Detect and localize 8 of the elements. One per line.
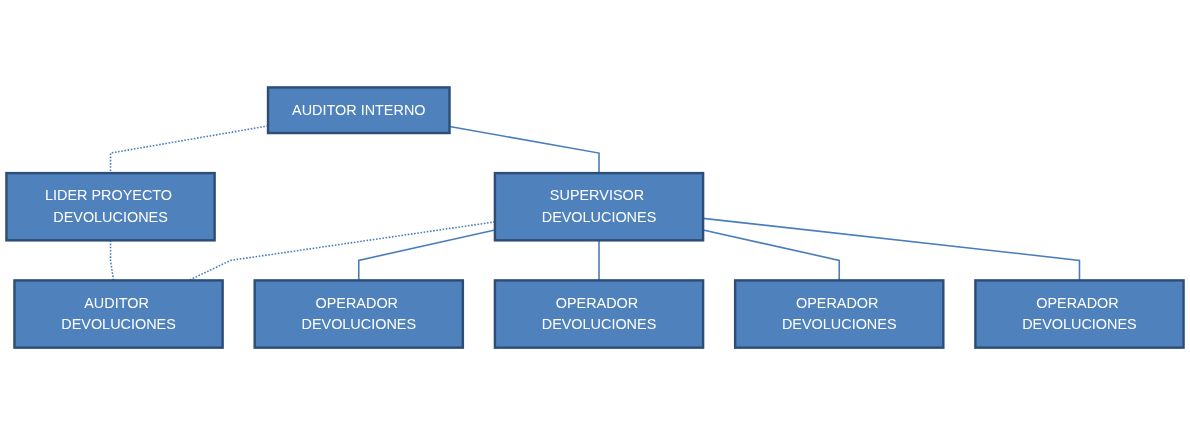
- node-box: AUDITOR DEVOLUCIONES: [13, 279, 224, 349]
- node-box: OPERADOR DEVOLUCIONES: [733, 279, 945, 349]
- node-box: SUPERVISOR DEVOLUCIONES: [493, 171, 705, 242]
- node-box: OPERADOR DEVOLUCIONES: [493, 279, 705, 349]
- node-box: OPERADOR DEVOLUCIONES: [253, 279, 465, 349]
- node-box: OPERADOR DEVOLUCIONES: [974, 279, 1185, 349]
- node-box: AUDITOR INTERNO: [266, 86, 451, 135]
- node-box: LIDER PROYECTO DEVOLUCIONES: [5, 171, 216, 242]
